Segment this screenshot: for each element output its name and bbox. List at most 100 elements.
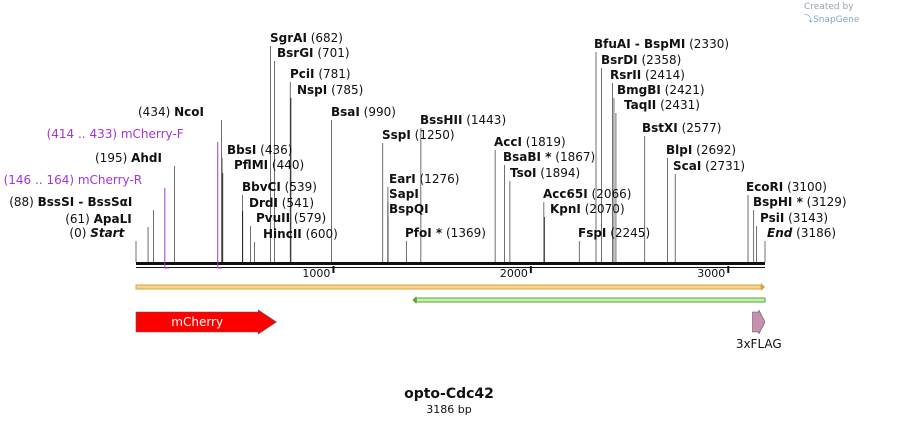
feature-3xflag[interactable] xyxy=(752,309,766,335)
site-hincii[interactable]: HincII (600) xyxy=(254,227,338,262)
site-pvuii[interactable]: PvuII (579) xyxy=(250,211,326,262)
site-sapi[interactable]: SapI xyxy=(387,187,419,262)
site-label: BsaBI * (1867) xyxy=(503,150,595,164)
site-blpi[interactable]: BlpI (2692) xyxy=(666,143,736,262)
site-label: SspI (1250) xyxy=(382,128,455,142)
site-label: NspI (785) xyxy=(297,83,363,97)
site-label: PsiI (3143) xyxy=(760,211,828,225)
site-acci[interactable]: AccI (1819) xyxy=(494,135,566,262)
site-nspi[interactable]: NspI (785) xyxy=(290,83,363,262)
site-psii[interactable]: PsiI (3143) xyxy=(756,211,829,262)
site-bspqi[interactable]: BspQI xyxy=(387,202,429,262)
site-label: (434) NcoI xyxy=(138,105,204,119)
feature-label-3xflag: 3xFLAG xyxy=(736,337,782,351)
primer-connector xyxy=(164,188,169,269)
map-subtitle: 3186 bp xyxy=(426,403,471,416)
site-label: BbsI (436) xyxy=(227,143,292,157)
site-end[interactable]: End (3186) xyxy=(764,226,836,262)
site-bmgbi[interactable]: BmgBI (2421) xyxy=(613,83,705,262)
site-mcherry-f[interactable]: (414 .. 433) mCherry-F xyxy=(47,127,222,269)
site-ahdi[interactable]: (195) AhdI xyxy=(95,151,175,262)
site-ecori[interactable]: EcoRI (3100) xyxy=(746,180,827,262)
site-label: RsrII (2414) xyxy=(610,68,685,82)
site-pcii[interactable]: PciI (781) xyxy=(289,67,351,262)
site-pflmi[interactable]: PflMI (440) xyxy=(222,158,304,262)
site-fspi[interactable]: FspI (2245) xyxy=(578,226,650,262)
site-bsshii[interactable]: BssHII (1443) xyxy=(420,113,506,262)
site-acc65i[interactable]: Acc65I (2066) xyxy=(543,187,631,262)
site-mcherry-r[interactable]: (146 .. 164) mCherry-R xyxy=(4,173,169,269)
site-label: PvuII (579) xyxy=(256,211,326,225)
credit-brand: SnapGene xyxy=(813,15,860,25)
site-label: BstXI (2577) xyxy=(642,121,721,135)
site-label: BfuAI - BspMI (2330) xyxy=(594,37,729,51)
site-sspi[interactable]: SspI (1250) xyxy=(382,128,455,262)
site-label: ScaI (2731) xyxy=(673,159,745,173)
snapgene-credit: Created by ⤵SnapGene xyxy=(804,2,901,25)
orf-bars xyxy=(135,283,766,304)
site-label: PflMI (440) xyxy=(234,158,304,172)
site-label: BmgBI (2421) xyxy=(617,83,705,97)
site-label: (414 .. 433) mCherry-F xyxy=(47,127,184,141)
site-label: KpnI (2070) xyxy=(550,202,625,216)
orf-arrow-icon xyxy=(412,296,417,304)
site-label: AccI (1819) xyxy=(494,135,566,149)
site-bsrdi[interactable]: BsrDI (2358) xyxy=(601,53,681,262)
site-bsabi[interactable]: BsaBI * (1867) xyxy=(503,150,595,262)
site-label: (0) Start xyxy=(69,226,125,240)
site-label: BspQI xyxy=(389,202,429,216)
site-bstxi[interactable]: BstXI (2577) xyxy=(642,121,721,262)
site-bsai[interactable]: BsaI (990) xyxy=(331,105,396,262)
site-label: BlpI (2692) xyxy=(666,143,736,157)
site-start[interactable]: (0) Start xyxy=(69,226,137,262)
feature-track: mCherry 3xFLAG xyxy=(135,309,782,351)
site-bfuai[interactable]: BfuAI - BspMI (2330) xyxy=(594,37,729,262)
sequence-backbone-lower xyxy=(136,267,765,268)
site-label: EcoRI (3100) xyxy=(746,180,827,194)
site-bsssi[interactable]: (88) BssSI - BssSαI xyxy=(9,195,154,262)
site-bsphi[interactable]: BspHI * (3129) xyxy=(753,195,847,262)
primer-connector xyxy=(217,142,222,269)
site-label: End (3186) xyxy=(767,226,836,240)
ruler-tick-label: 3000 xyxy=(697,267,725,280)
site-label: SgrAI (682) xyxy=(270,31,343,45)
site-label: HincII (600) xyxy=(263,227,338,241)
orf-bar xyxy=(415,297,766,303)
site-label: EarI (1276) xyxy=(389,172,459,186)
site-label: BsrDI (2358) xyxy=(601,53,681,67)
credit-prefix: Created by xyxy=(804,2,854,12)
site-taqii[interactable]: TaqII (2431) xyxy=(615,98,700,262)
site-eari[interactable]: EarI (1276) xyxy=(387,172,459,262)
feature-mcherry[interactable] xyxy=(135,309,277,335)
site-label: PciI (781) xyxy=(290,67,351,81)
site-label: TaqII (2431) xyxy=(624,98,700,112)
site-tsoi[interactable]: TsoI (1894) xyxy=(509,166,580,262)
site-bsrgi[interactable]: BsrGI (701) xyxy=(274,46,350,262)
site-ncoi[interactable]: (434) NcoI xyxy=(138,105,222,262)
site-label: BspHI * (3129) xyxy=(753,195,847,209)
site-label: BsaI (990) xyxy=(331,105,396,119)
feature-label-mcherry: mCherry xyxy=(171,315,223,329)
site-label: TsoI (1894) xyxy=(510,166,580,180)
site-label: PfoI * (1369) xyxy=(405,226,486,240)
site-rsrii[interactable]: RsrII (2414) xyxy=(610,68,685,262)
site-bbvci[interactable]: BbvCI (539) xyxy=(242,180,317,262)
site-label: (195) AhdI xyxy=(95,151,162,165)
site-label: (61) ApaLI xyxy=(65,212,132,226)
site-scai[interactable]: ScaI (2731) xyxy=(673,159,745,262)
site-apali[interactable]: (61) ApaLI xyxy=(65,212,149,262)
map-title: opto-Cdc42 xyxy=(404,386,494,402)
site-sgrai[interactable]: SgrAI (682) xyxy=(270,31,343,262)
site-label: SapI xyxy=(389,187,419,201)
ruler-tick-label: 2000 xyxy=(500,267,528,280)
site-pfoi[interactable]: PfoI * (1369) xyxy=(405,226,486,262)
snapgene-logo-icon: ⤵ xyxy=(804,15,814,25)
site-label: BssHII (1443) xyxy=(420,113,506,127)
site-label: BbvCI (539) xyxy=(242,180,317,194)
site-label: BsrGI (701) xyxy=(277,46,350,60)
site-label: (88) BssSI - BssSαI xyxy=(9,195,132,209)
orf-arrow-icon xyxy=(761,283,765,291)
site-label: FspI (2245) xyxy=(578,226,650,240)
